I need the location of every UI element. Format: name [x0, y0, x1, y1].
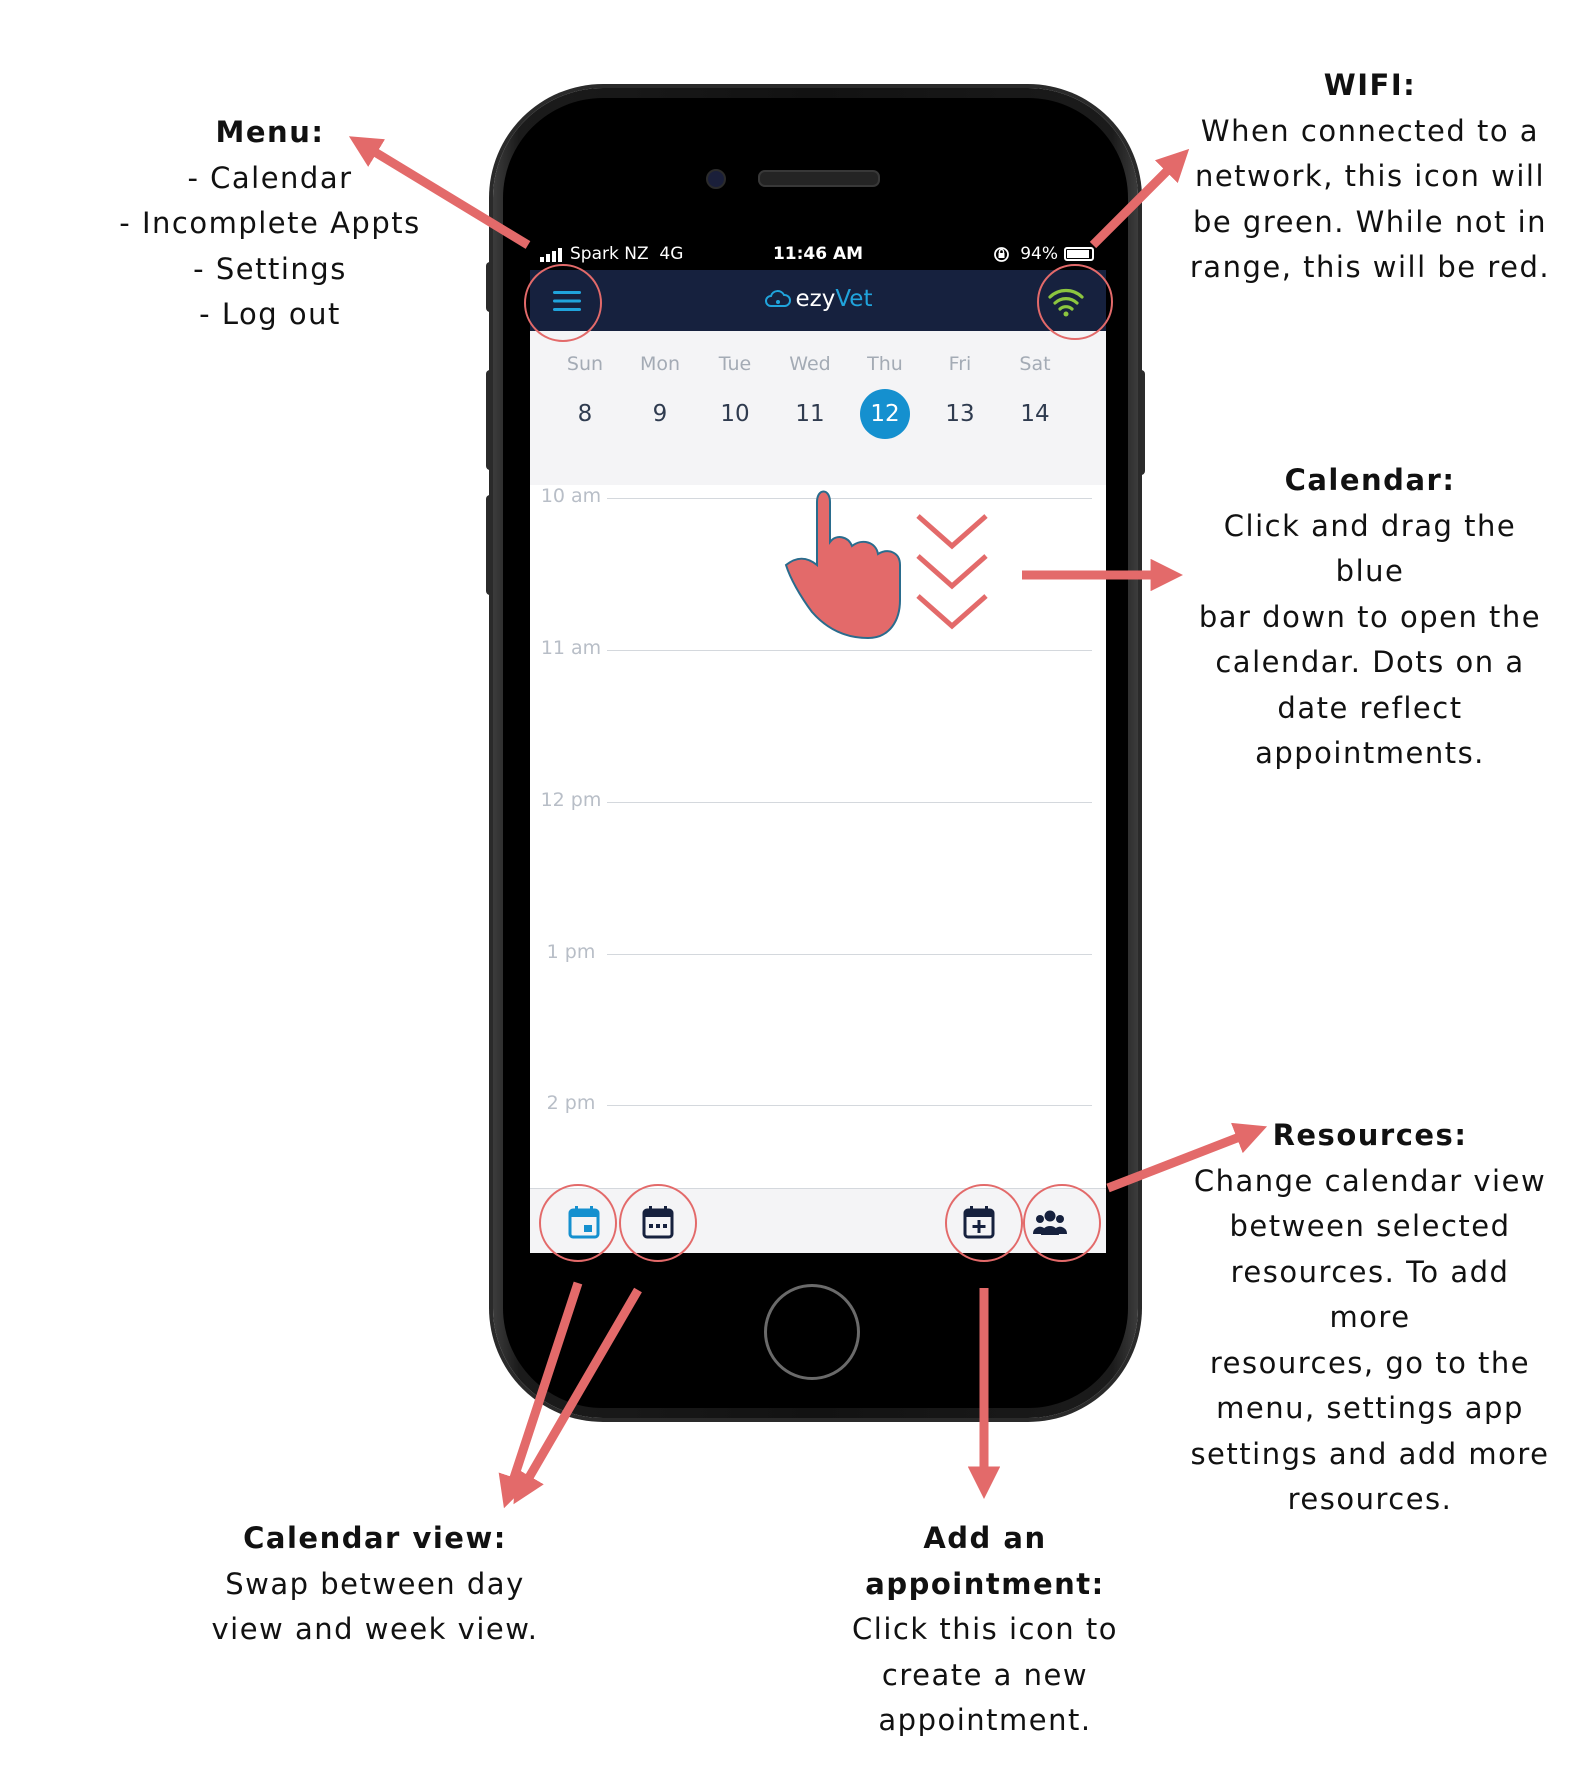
annotation-calendar-line: bar down to open the — [1198, 599, 1542, 634]
highlight-ring-day-view — [539, 1184, 617, 1262]
app-bar: ezyVet — [530, 270, 1106, 331]
annotation-wifi-line: When connected to a — [1200, 113, 1540, 148]
highlight-ring-wifi — [1037, 264, 1113, 340]
hour-gridline — [607, 1105, 1092, 1106]
annotation-menu-line: - Incomplete Appts — [119, 206, 421, 240]
annotation-menu-line: - Settings — [193, 251, 347, 286]
annotation-add-appointment-line: Click this icon to — [852, 1612, 1118, 1646]
annotation-calendar-view-line: Swap between day — [225, 1566, 525, 1601]
day-number-selected[interactable]: 12 — [860, 389, 910, 439]
annotation-calendar-line: calendar. Dots on a — [1215, 645, 1525, 679]
annotation-add-appointment-line: create a new — [881, 1657, 1089, 1692]
annotation-add-appointment-heading: Add an appointment: — [865, 1521, 1105, 1601]
highlight-ring-add — [945, 1184, 1023, 1262]
hour-gridline — [607, 954, 1092, 955]
status-time: 11:46 AM — [772, 244, 864, 264]
day-number[interactable]: 9 — [652, 401, 668, 427]
highlight-ring-week-view — [619, 1184, 697, 1262]
front-camera — [706, 169, 726, 189]
annotation-calendar-view: Calendar view: Swap between day view and… — [195, 1516, 555, 1653]
volume-up-button — [486, 370, 495, 470]
annotation-resources: Resources: Change calendar view between … — [1185, 1113, 1555, 1523]
annotation-calendar-line: Click and drag the blue — [1223, 508, 1517, 589]
day-of-week-label: Thu — [867, 353, 903, 375]
annotation-add-appointment-line: appointment. — [878, 1703, 1092, 1737]
annotation-wifi-line: be green. While not in — [1192, 204, 1548, 239]
annotation-add-appointment: Add an appointment: Click this icon to c… — [805, 1516, 1165, 1744]
annotation-calendar-view-line: view and week view. — [211, 1612, 539, 1646]
earpiece-speaker — [758, 170, 880, 187]
annotation-menu-line: - Log out — [199, 297, 341, 331]
annotation-calendar-line: date reflect — [1277, 690, 1463, 725]
hour-label: 11 am — [540, 637, 602, 659]
app-screen: Spark NZ 4G 11:46 AM 94% ezyVet — [530, 240, 1106, 1253]
status-bar: Spark NZ 4G 11:46 AM 94% — [530, 240, 1106, 270]
volume-down-button — [486, 495, 495, 595]
day-of-week-label: Sat — [1019, 353, 1051, 375]
annotation-wifi-line: range, this will be red. — [1189, 250, 1551, 284]
annotation-calendar-view-heading: Calendar view: — [243, 1521, 507, 1555]
day-timeline: 10 am 11 am 12 pm 1 pm 2 pm — [530, 485, 1106, 1188]
signal-icon — [540, 248, 562, 262]
hour-gridline — [607, 498, 1092, 499]
logo-text-ezy: ezy — [795, 286, 836, 312]
annotation-resources-line: settings and add more — [1190, 1436, 1550, 1471]
cloud-paw-icon — [764, 290, 791, 307]
annotation-calendar-line: appointments. — [1255, 736, 1485, 770]
hour-gridline — [607, 802, 1092, 803]
day-number[interactable]: 10 — [720, 401, 750, 427]
annotation-wifi: WIFI: When connected to a network, this … — [1185, 63, 1555, 291]
annotation-resources-line: resources. — [1287, 1482, 1453, 1516]
day-of-week-label: Fri — [948, 353, 972, 375]
annotation-wifi-line: network, this icon will — [1194, 159, 1546, 193]
day-number[interactable]: 8 — [577, 401, 593, 427]
day-of-week-label: Sun — [566, 353, 604, 375]
week-strip: Sun Mon Tue Wed Thu Fri Sat 8 9 10 11 12… — [530, 331, 1106, 570]
day-number[interactable]: 11 — [795, 401, 825, 427]
annotation-resources-line: menu, settings app — [1216, 1391, 1524, 1425]
ezyvet-logo: ezyVet — [530, 286, 1106, 312]
hour-gridline — [607, 650, 1092, 651]
day-of-week-label: Tue — [718, 353, 752, 375]
annotation-wifi-heading: WIFI: — [1323, 68, 1417, 102]
annotation-resources-line: resources. To add more — [1230, 1254, 1510, 1335]
mute-switch — [486, 262, 495, 312]
hour-label: 2 pm — [546, 1092, 596, 1114]
annotation-resources-line: resources, go to the — [1209, 1345, 1531, 1380]
annotation-resources-line: between selected — [1229, 1209, 1511, 1243]
battery-percent: 94% — [1020, 244, 1058, 264]
annotation-resources-heading: Resources: — [1272, 1118, 1468, 1152]
power-button — [1136, 370, 1145, 475]
annotation-menu: Menu: - Calendar - Incomplete Appts - Se… — [110, 110, 430, 338]
annotation-menu-line: - Calendar — [187, 160, 353, 195]
highlight-ring-resources — [1023, 1184, 1101, 1262]
carrier-label: Spark NZ 4G — [570, 244, 684, 264]
annotation-menu-heading: Menu: — [215, 115, 325, 149]
annotation-calendar: Calendar: Click and drag the blue bar do… — [1185, 458, 1555, 777]
hour-label: 10 am — [540, 485, 602, 507]
rotation-lock-icon — [994, 247, 1009, 262]
highlight-ring-menu — [524, 264, 602, 342]
day-of-week-label: Mon — [639, 353, 681, 375]
annotation-calendar-heading: Calendar: — [1284, 463, 1456, 497]
hour-label: 1 pm — [546, 941, 596, 963]
home-button[interactable] — [764, 1284, 860, 1380]
battery-icon — [1064, 247, 1094, 261]
day-of-week-label: Wed — [789, 353, 831, 375]
annotation-resources-line: Change calendar view — [1193, 1163, 1547, 1198]
day-number[interactable]: 13 — [945, 401, 975, 427]
day-number[interactable]: 14 — [1020, 401, 1050, 427]
logo-text-vet: Vet — [835, 286, 873, 312]
hour-label: 12 pm — [540, 789, 602, 811]
